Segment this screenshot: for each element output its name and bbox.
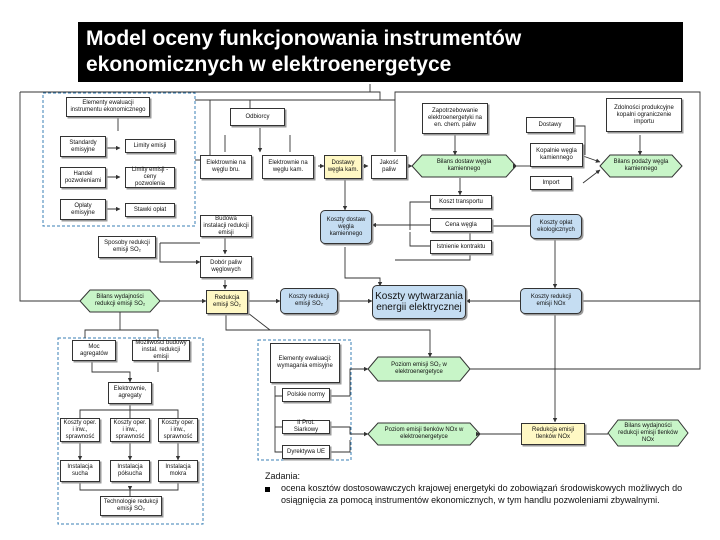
box-bilans-podazy: Bilans podaży węgla kamiennego xyxy=(613,159,669,172)
box-kopalnie: Kopalnie węgla kamiennego xyxy=(530,143,583,167)
box-odbiorcy: Odbiorcy xyxy=(230,108,285,126)
tasks-section: Zadania: ocena kosztów dostosowawczych k… xyxy=(265,470,685,506)
box-koszty-wytwarzania: Koszty wytwarzania energii elektrycznej xyxy=(372,285,466,319)
box-moc-agregatow: Moc agregatów xyxy=(72,340,116,361)
box-dobor-paliw: Dobór paliw węglowych xyxy=(200,256,252,278)
box-elektrownie-kam: Elektrownie na węglu kam. xyxy=(262,155,314,179)
box-sposoby-redukcji: Sposoby redukcji emisji SO₂ xyxy=(98,236,156,258)
box-elektrownie-agregaty: Elektrownie, agregaty xyxy=(108,382,152,404)
box-koszty-dostaw: Koszty dostaw węgla kamiennego xyxy=(320,210,372,244)
box-bilans-nox: Bilans wydajności redukcji emisji tlenkó… xyxy=(618,422,678,443)
box-stawki: Stawki opłat xyxy=(125,203,175,217)
box-budowa-instalacji: Budowa instalacji redukcji emisji xyxy=(200,215,252,237)
box-koszt-transportu: Koszt transportu xyxy=(430,195,492,209)
box-dostawy-wegla: Dostawy węgla kam. xyxy=(324,155,362,179)
bullet-icon xyxy=(265,487,270,492)
box-import: Import xyxy=(530,176,572,190)
box-technologie: Technologie redukcji emisji SO₂ xyxy=(100,496,162,516)
box-koszty-1: Koszty oper. i inw., sprawność xyxy=(60,418,100,442)
box-jakosc-paliw: Jakość paliw xyxy=(371,155,407,179)
box-elementy-wymagania: Elementy ewaluacji: wymagania emisyjne xyxy=(270,343,340,383)
box-limity-emisji: Limity emisji xyxy=(125,139,175,153)
box-dostawy: Dostawy xyxy=(526,117,574,133)
box-handel: Handel pozwoleniami xyxy=(60,167,106,188)
box-elementy-ewaluacji: Elementy ewaluacji instrumentu ekonomicz… xyxy=(66,97,150,117)
box-zapotrzebowanie: Zapotrzebowanie elektroenergetyki na en.… xyxy=(422,103,488,134)
box-koszty-3: Koszty oper. i inw., sprawność xyxy=(158,418,198,442)
box-instalacja-polsucha: Instalacja półsucha xyxy=(110,460,150,482)
box-instalacja-sucha: Instalacja sucha xyxy=(60,460,100,482)
box-mozliwosci-budowy: Możliwości budowy instal. redukcji emisj… xyxy=(132,340,190,361)
box-ii-prot: II Prot. Siarkowy xyxy=(282,420,330,434)
box-bilans-dostaw: Bilans dostaw węgla kamiennego xyxy=(436,159,492,172)
box-koszty-oplat: Koszty opłat ekologicznych xyxy=(530,214,582,239)
box-zdolnosci: Zdolności produkcyjne kopalni ograniczen… xyxy=(606,98,682,132)
slide-title: Model oceny funkcjonowania instrumentów … xyxy=(78,22,683,82)
box-koszty-redukcji-so2: Koszty redukcji emisji SO₂ xyxy=(280,288,338,314)
box-elektrownie-bru: Elektrownie na węglu bru. xyxy=(200,155,252,179)
box-limity-ceny: Limity emisji - ceny pozwolenia xyxy=(125,167,175,188)
box-instalacja-mokra: Instalacja mokra xyxy=(158,460,198,482)
title-line-2: ekonomicznych w elektroenergetyce xyxy=(86,53,452,76)
tasks-heading: Zadania: xyxy=(265,471,301,481)
tasks-item-1: ocena kosztów dostosowawczych krajowej e… xyxy=(281,483,683,505)
hex-bilans-nox xyxy=(607,419,689,447)
box-polskie-normy: Polskie normy xyxy=(282,388,330,402)
frame-so2-tech xyxy=(57,337,204,525)
title-line-1: Model oceny funkcjonowania instrumentów xyxy=(86,27,522,50)
hex-bilans-podazy xyxy=(599,154,683,178)
box-bilans-so2: Bilans wydajności redukcji emisji SO₂ xyxy=(94,294,146,307)
box-dyrektywa: Dyrektywa UE xyxy=(282,445,330,459)
box-redukcja-nox: Redukcja emisji tlenków NOx xyxy=(521,423,585,445)
box-redukcja-so2: Redukcja emisji SO₂ xyxy=(206,290,248,314)
box-istnienie-kontraktu: Istnienie kontraktu xyxy=(430,240,492,254)
frame-requirements xyxy=(257,339,352,461)
box-standardy: Standardy emisyjne xyxy=(60,136,106,157)
box-koszty-2: Koszty oper. i inw., sprawność xyxy=(110,418,150,442)
box-koszty-redukcji-nox: Koszty redukcji emisji NOx xyxy=(520,288,582,314)
box-oplaty: Opłaty emisyjne xyxy=(60,199,106,220)
box-poziom-so2: Poziom emisji SO₂ w elektroenergetyce xyxy=(391,362,447,375)
frame-instruments xyxy=(42,92,196,227)
box-poziom-nox: Poziom emisji tlenków NOx w elektroenerg… xyxy=(384,427,464,440)
box-cena-wegla: Cena węgla xyxy=(430,218,492,232)
